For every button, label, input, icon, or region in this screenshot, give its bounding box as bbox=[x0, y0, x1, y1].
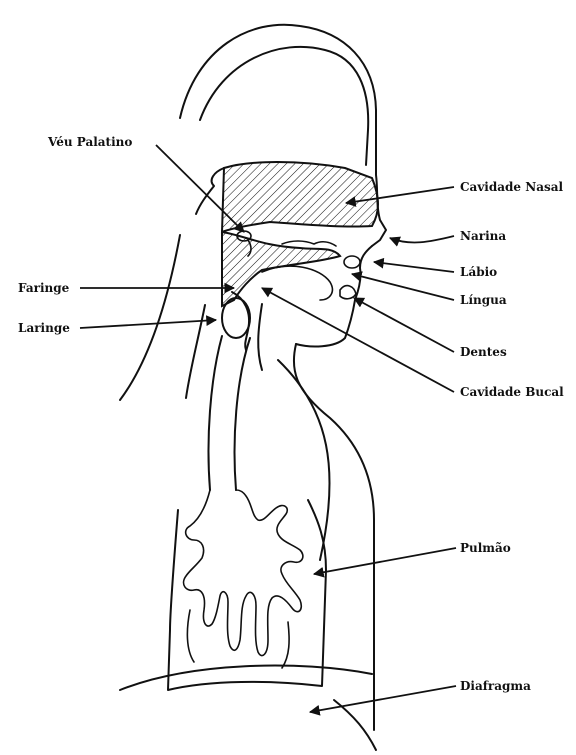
leader-pulmao bbox=[314, 548, 456, 574]
nasal-cavity-shape bbox=[222, 162, 378, 232]
upper-teeth bbox=[282, 241, 336, 246]
label-faringe: Faringe bbox=[18, 281, 70, 295]
leader-labio bbox=[374, 262, 454, 272]
label-narina: Narina bbox=[460, 229, 506, 243]
leader-narina bbox=[390, 236, 454, 242]
leader-cavidade-bucal bbox=[262, 288, 454, 392]
tongue-outline bbox=[262, 266, 332, 300]
lungs bbox=[168, 490, 326, 690]
back-of-head bbox=[120, 235, 180, 400]
airway bbox=[209, 292, 263, 490]
nasal-region bbox=[196, 162, 378, 232]
label-dentes: Dentes bbox=[460, 345, 507, 359]
body-outline bbox=[120, 25, 386, 730]
lip-shape bbox=[344, 256, 360, 268]
lower-teeth bbox=[340, 286, 356, 299]
label-lingua: Língua bbox=[460, 293, 507, 307]
chest-front-line bbox=[278, 360, 330, 560]
inner-skull-line bbox=[200, 47, 368, 165]
bronchial-tree bbox=[184, 490, 303, 656]
pharynx-region bbox=[222, 232, 340, 306]
trachea-right bbox=[235, 338, 250, 490]
leader-diafragma bbox=[310, 686, 456, 712]
diaphragm-curve bbox=[120, 666, 372, 690]
back-of-neck bbox=[186, 305, 205, 398]
leader-lingua bbox=[352, 274, 454, 300]
label-labio: Lábio bbox=[460, 265, 497, 279]
label-cavidade-nasal: Cavidade Nasal bbox=[460, 180, 564, 194]
label-laringe: Laringe bbox=[18, 321, 70, 335]
label-diafragma: Diafragma bbox=[460, 679, 531, 693]
label-cavidade-bucal: Cavidade Bucal bbox=[460, 385, 564, 399]
leader-laringe bbox=[80, 320, 216, 328]
leader-dentes bbox=[354, 298, 454, 352]
lung-branch-right bbox=[282, 622, 289, 668]
lung-branch-left bbox=[187, 610, 194, 662]
label-pulmao: Pulmão bbox=[460, 541, 511, 555]
esophagus-line bbox=[258, 304, 262, 370]
trachea-left bbox=[209, 336, 223, 490]
label-veu-palatino: Véu Palatino bbox=[47, 135, 132, 149]
